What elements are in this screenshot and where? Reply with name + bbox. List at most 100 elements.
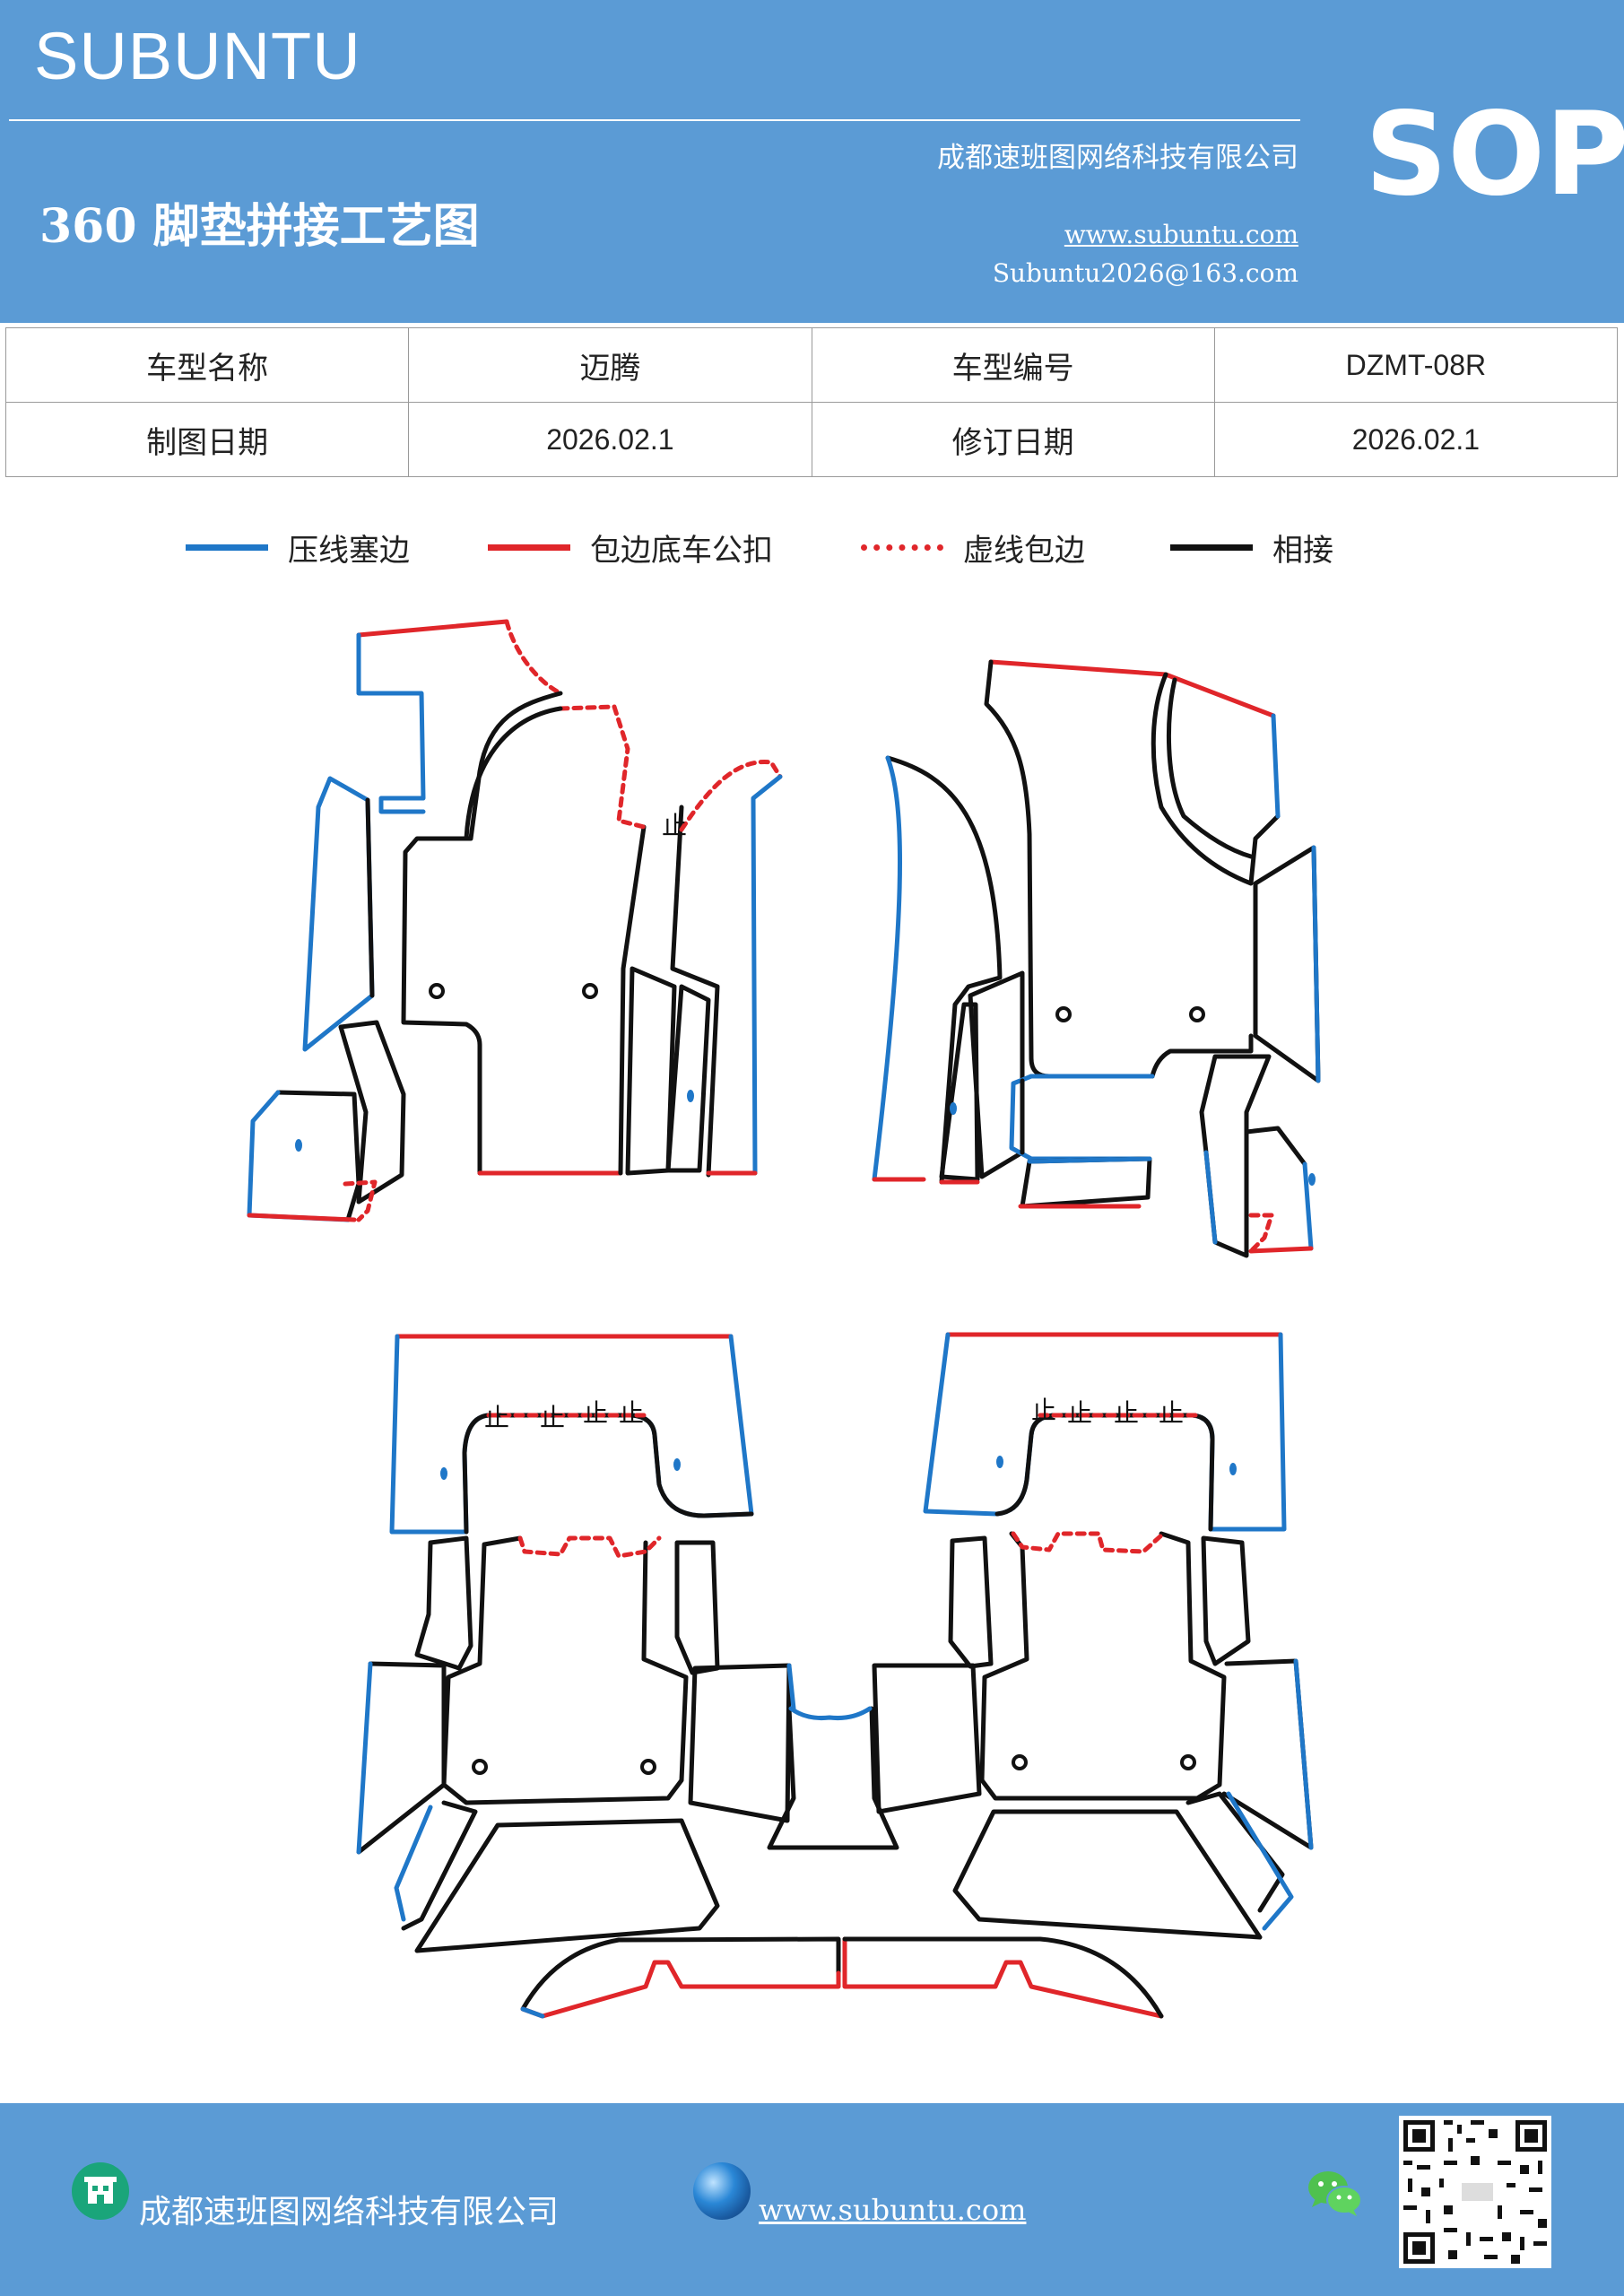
stop-mark: 止 — [484, 1403, 509, 1432]
mat-piece-edge — [1199, 1054, 1272, 1258]
page-title: 360 脚垫拼接工艺图 — [39, 199, 480, 254]
mat-piece-edge — [275, 1090, 361, 1222]
mat-piece-edge — [401, 1800, 478, 1931]
mat-piece-edge — [247, 1090, 351, 1222]
mounting-hole — [1012, 1754, 1028, 1770]
mat-piece-edge — [1248, 1213, 1274, 1254]
mat-piece-edge — [984, 659, 1222, 1079]
table-cell: 车型编号 — [811, 327, 1215, 403]
mat-piece-edge — [885, 755, 1003, 1185]
mat-piece-edge — [356, 1661, 447, 1855]
stop-mark: 止 — [1114, 1398, 1139, 1428]
mat-piece-edge — [842, 1936, 1164, 2019]
company-name: 成都速班图网络科技有限公司 — [937, 142, 1298, 174]
mat-piece-edge — [948, 1535, 994, 1669]
building-icon — [72, 2162, 129, 2220]
clip-marker — [295, 1139, 302, 1152]
footer-company-name: 成都速班图网络科技有限公司 — [139, 2194, 560, 2231]
front-right-set — [872, 659, 1321, 1258]
header-banner: SUBUNTU 360 脚垫拼接工艺图 成都速班图网络科技有限公司 www.su… — [0, 0, 1624, 323]
mat-piece-edge — [979, 1531, 1227, 1801]
brand-name: SUBUNTU — [34, 19, 361, 93]
floor-mat-diagram: 止 — [247, 619, 1321, 2019]
mat-piece-edge — [988, 659, 1276, 718]
mat-piece-edge — [1302, 1161, 1314, 1251]
mat-piece-edge — [1293, 1658, 1314, 1850]
table-cell: DZMT-08R — [1213, 327, 1619, 403]
mat-piece-edge — [520, 1936, 841, 2012]
qr-code — [1399, 2116, 1551, 2268]
mat-piece-edge — [767, 1706, 899, 1850]
mat-piece-edge — [1311, 845, 1321, 1083]
mat-piece-edge — [1151, 672, 1281, 886]
mat-piece-edge — [1027, 1156, 1152, 1164]
mounting-hole — [1055, 1006, 1072, 1022]
mat-piece-edge — [1201, 1535, 1251, 1666]
mat-piece-edge — [520, 2006, 545, 2019]
mat-piece-edge — [923, 1332, 1287, 1532]
front-left-set: 止 — [247, 619, 783, 1222]
mat-piece-edge — [670, 804, 720, 1178]
mat-piece-edge — [1226, 1791, 1294, 1931]
stop-mark: 止 — [1159, 1398, 1184, 1428]
stop-mark: 止 — [619, 1398, 644, 1428]
mat-piece-edge — [1217, 1033, 1254, 1054]
mat-piece-edge — [365, 797, 375, 998]
globe-icon — [693, 2162, 751, 2220]
mat-piece-edge — [462, 1413, 754, 1535]
footer-website-link[interactable]: www.subuntu.com — [759, 2193, 1027, 2227]
mat-piece-edge — [464, 706, 563, 841]
mat-piece-edge — [674, 1540, 720, 1675]
website-link[interactable]: www.subuntu.com — [1064, 220, 1298, 249]
table-row: 制图日期 2026.02.1 修订日期 2026.02.1 — [4, 402, 1619, 477]
legend-swatch-black — [1170, 544, 1253, 551]
legend: 压线塞边 包边底车公扣 虚线包边 相接 — [0, 525, 1624, 570]
clip-marker — [440, 1467, 447, 1480]
mat-piece-edge — [558, 704, 647, 830]
mat-piece-edge — [302, 776, 375, 1052]
legend-swatch-blue — [186, 544, 268, 551]
mat-piece-edge — [618, 824, 647, 1176]
rear-seat-set: 止 止 止 止 止 止 止 止 — [356, 1332, 1314, 2019]
mat-piece-edge — [1244, 1126, 1307, 1167]
legend-item: 相接 — [1170, 525, 1333, 570]
email-address: Subuntu2026@163.com — [992, 258, 1298, 288]
stop-mark: 止 — [540, 1403, 565, 1432]
mat-piece-edge — [1248, 1246, 1314, 1254]
table-cell: 2026.02.1 — [1213, 402, 1619, 477]
mounting-hole — [640, 1759, 656, 1775]
mat-piece-edge — [952, 1809, 1263, 1940]
wechat-icon[interactable] — [1305, 2166, 1364, 2220]
mat-piece-edge — [504, 619, 563, 696]
legend-item: 虚线包边 — [861, 525, 1085, 570]
mat-piece-edge — [788, 1706, 873, 1720]
legend-item: 压线塞边 — [186, 525, 410, 570]
table-cell: 2026.02.1 — [408, 402, 812, 477]
legend-item: 包边底车公扣 — [488, 525, 773, 570]
mat-piece-edge — [1166, 677, 1254, 859]
clip-marker — [1308, 1173, 1316, 1186]
mat-piece-edge — [751, 774, 783, 1176]
mat-piece-edge — [338, 1020, 406, 1205]
mat-piece-edge — [401, 691, 563, 1176]
mat-piece-edge — [665, 984, 711, 1173]
legend-swatch-red — [488, 544, 570, 551]
table-cell: 制图日期 — [4, 402, 410, 477]
header-divider — [9, 119, 1300, 121]
mat-piece-edge — [1009, 1074, 1151, 1161]
mounting-hole — [472, 1759, 488, 1775]
mat-piece-edge — [994, 1413, 1215, 1532]
table-cell: 修订日期 — [811, 402, 1215, 477]
stop-mark: 止 — [1031, 1396, 1056, 1425]
legend-label: 压线塞边 — [288, 532, 410, 569]
mounting-hole — [582, 983, 598, 999]
clip-marker — [1229, 1463, 1237, 1475]
legend-label: 包边底车公扣 — [590, 532, 773, 569]
mat-piece-edge — [1271, 713, 1281, 819]
mat-piece-edge — [625, 966, 677, 1176]
mat-piece-edge — [441, 1535, 689, 1805]
mat-piece-edge — [872, 755, 902, 1182]
mounting-hole — [429, 983, 445, 999]
clip-marker — [687, 1090, 694, 1102]
table-cell: 迈腾 — [408, 327, 812, 403]
